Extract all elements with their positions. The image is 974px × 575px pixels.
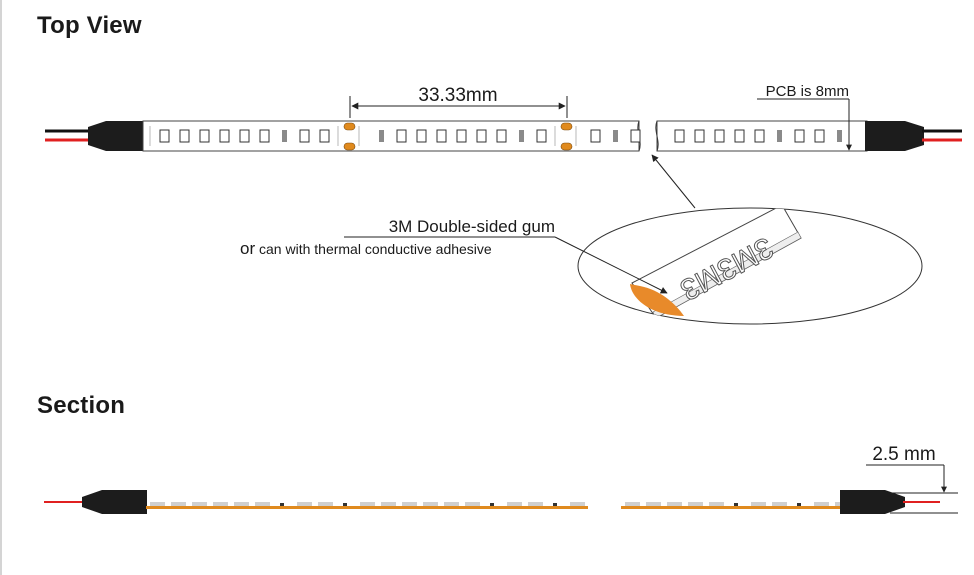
section-led-chip: [667, 502, 682, 506]
led-chip: [179, 129, 190, 143]
section-led-chip: [150, 502, 165, 506]
led-chip: [436, 129, 447, 143]
section-led-chip: [814, 502, 829, 506]
led-chip: [754, 129, 765, 143]
section-led-chip: [360, 502, 375, 506]
section-led-chip: [297, 502, 312, 506]
led-marker: [613, 130, 618, 142]
led-marker: [282, 130, 287, 142]
adhesive-arrow: [554, 236, 668, 294]
led-chip: [259, 129, 270, 143]
led-chip: [674, 129, 685, 143]
solder-pads: [343, 122, 573, 151]
left-wires: [45, 129, 90, 142]
led-chip: [396, 129, 407, 143]
callout-arrow: [651, 154, 696, 209]
section-led-marker: [490, 503, 494, 506]
led-chip: [630, 129, 641, 143]
led-chip: [219, 129, 230, 143]
section-led-chip: [751, 502, 766, 506]
section-led-chip: [318, 502, 333, 506]
section-led-marker: [734, 503, 738, 506]
section-led-chip: [255, 502, 270, 506]
led-marker: [837, 130, 842, 142]
led-marker: [379, 130, 384, 142]
right-wires: [922, 129, 962, 142]
section-led-chip: [528, 502, 543, 506]
section-led-chip: [381, 502, 396, 506]
section-led-chip: [772, 502, 787, 506]
led-chip: [239, 129, 250, 143]
section-pcb-left: [146, 506, 588, 509]
section-led-chip: [625, 502, 640, 506]
section-led-chip: [507, 502, 522, 506]
section-led-marker: [553, 503, 557, 506]
section-pcb-right: [621, 506, 842, 509]
section-led-marker: [343, 503, 347, 506]
section-right-connector: [840, 490, 905, 514]
led-chip: [319, 129, 330, 143]
pitch-dimension-label: 33.33mm: [418, 85, 497, 106]
top-view-title: Top View: [37, 12, 142, 39]
led-marker: [777, 130, 782, 142]
adhesive-label: 3M Double-sided gum: [389, 217, 555, 236]
pcb-strip-right: [656, 120, 868, 152]
led-row-top: [159, 129, 842, 143]
section-led-chip: [646, 502, 661, 506]
led-chip: [536, 129, 547, 143]
led-chip: [814, 129, 825, 143]
pcb-width-leader: [757, 98, 852, 151]
thickness-dimension: [866, 464, 958, 514]
right-connector: [865, 121, 924, 151]
section-led-chip: [423, 502, 438, 506]
led-chip: [714, 129, 725, 143]
led-chip: [794, 129, 805, 143]
section-led-chip: [465, 502, 480, 506]
frame-border: [0, 0, 2, 575]
led-chip: [299, 129, 310, 143]
led-chip: [734, 129, 745, 143]
led-chip: [159, 129, 170, 143]
led-chip: [590, 129, 601, 143]
pcb-width-label: PCB is 8mm: [766, 83, 849, 100]
magnifier-callout-icon: 3M3M3: [577, 207, 923, 325]
section-led-marker: [797, 503, 801, 506]
adhesive-note: or can with thermal conductive adhesive: [240, 239, 492, 258]
section-led-chip: [688, 502, 703, 506]
pitch-dimension: [349, 96, 568, 118]
section-led-chip: [213, 502, 228, 506]
section-led-chip: [234, 502, 249, 506]
section-title: Section: [37, 392, 126, 419]
section-led-chip: [444, 502, 459, 506]
section-led-marker: [280, 503, 284, 506]
section-led-chip: [171, 502, 186, 506]
thickness-label: 2.5 mm: [872, 444, 935, 465]
section-led-chip: [402, 502, 417, 506]
led-chip: [476, 129, 487, 143]
led-chip: [694, 129, 705, 143]
led-row-section: [150, 502, 850, 506]
section-led-chip: [570, 502, 585, 506]
led-chip: [416, 129, 427, 143]
section-led-chip: [709, 502, 724, 506]
pad-markings: [149, 126, 577, 146]
solder-pad: [343, 122, 356, 131]
solder-pad: [343, 142, 356, 151]
led-chip: [199, 129, 210, 143]
left-connector: [88, 121, 145, 151]
section-led-chip: [192, 502, 207, 506]
section-left-connector: [82, 490, 147, 514]
led-chip: [496, 129, 507, 143]
solder-pad: [560, 122, 573, 131]
cut-line-icon: [637, 120, 659, 152]
led-chip: [456, 129, 467, 143]
solder-pad: [560, 142, 573, 151]
led-marker: [519, 130, 524, 142]
